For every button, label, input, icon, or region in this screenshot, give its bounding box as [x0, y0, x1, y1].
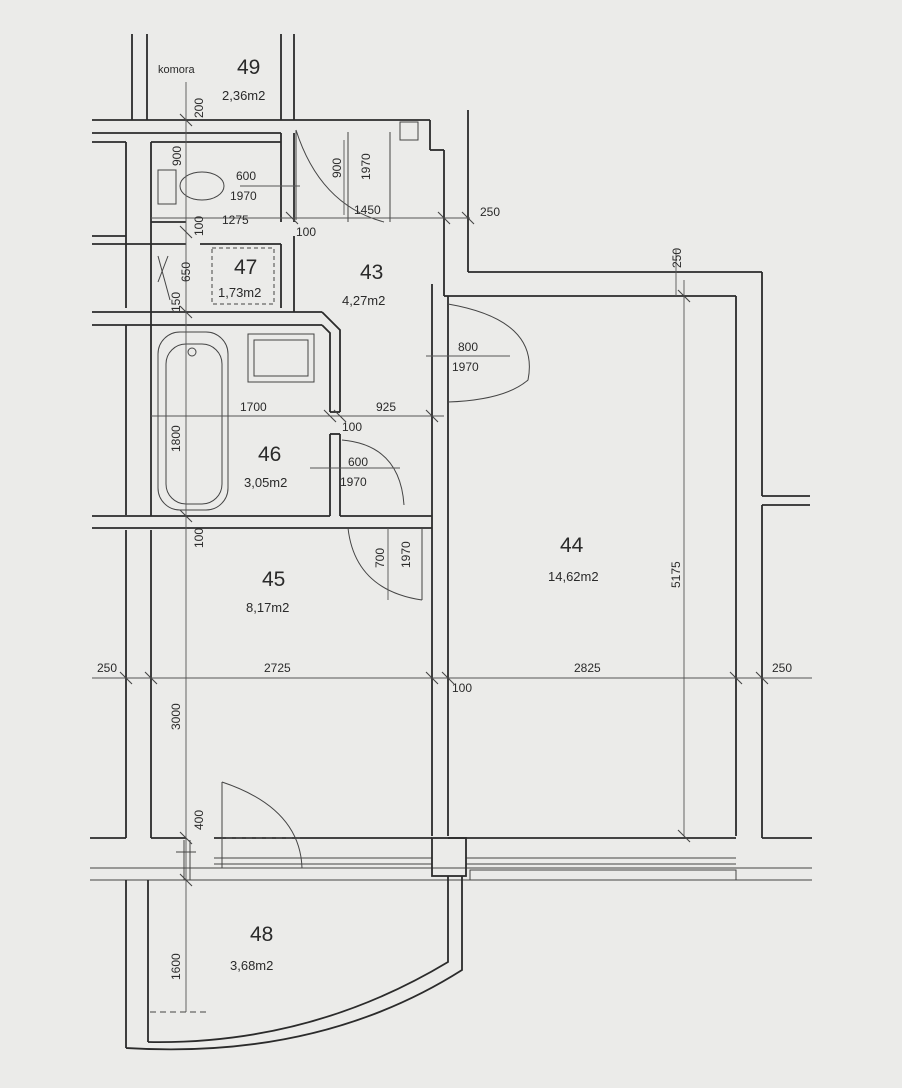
- door-46: [341, 439, 405, 506]
- room-45-number: 45: [262, 568, 285, 591]
- dim-800: 800: [458, 340, 478, 354]
- dim-3000: 3000: [169, 703, 183, 730]
- dim-100-top: 100: [296, 225, 316, 239]
- room-48-area: 3,68m2: [230, 958, 273, 973]
- room-44-number: 44: [560, 534, 584, 557]
- dimension-lines: [92, 82, 812, 1013]
- dim-200: 200: [192, 98, 206, 118]
- washbasin-icon: [247, 333, 315, 383]
- dim-100-wc: 100: [192, 216, 206, 236]
- dim-900-door: 900: [330, 158, 344, 178]
- toilet-icon: [179, 171, 225, 201]
- dim-1275: 1275: [222, 213, 249, 227]
- dim-600-46: 600: [348, 455, 368, 469]
- room-49-number: 49: [237, 56, 260, 79]
- dim-250-top: 250: [480, 205, 500, 219]
- dim-250-right: 250: [772, 661, 792, 675]
- dim-250-left: 250: [97, 661, 117, 675]
- bathtub-icon: [157, 331, 229, 511]
- dim-100-45: 100: [192, 528, 206, 548]
- dim-250-44: 250: [670, 248, 684, 268]
- door-43-top: [295, 129, 385, 223]
- room-43-number: 43: [360, 261, 383, 284]
- dim-925: 925: [376, 400, 396, 414]
- room-48-number: 48: [250, 923, 273, 946]
- dim-1970-46: 1970: [340, 475, 367, 489]
- room-43-area: 4,27m2: [342, 293, 385, 308]
- room-46-area: 3,05m2: [244, 475, 287, 490]
- dim-1970-45: 1970: [399, 541, 413, 568]
- room-45-area: 8,17m2: [246, 600, 289, 615]
- dim-1970-door: 1970: [359, 153, 373, 180]
- dim-5175: 5175: [669, 561, 683, 588]
- dim-650: 650: [179, 262, 193, 282]
- room-44-area: 14,62m2: [548, 569, 599, 584]
- fixtures: [157, 121, 419, 511]
- room-49-area: 2,36m2: [222, 88, 265, 103]
- dim-700: 700: [373, 548, 387, 568]
- dim-1450: 1450: [354, 203, 381, 217]
- dim-1600: 1600: [169, 953, 183, 980]
- dim-1800: 1800: [169, 425, 183, 452]
- door-44: [447, 303, 530, 403]
- room-49-name: komora: [158, 64, 196, 76]
- room-47-area: 1,73m2: [218, 285, 261, 300]
- dim-150: 150: [169, 292, 183, 312]
- dim-600-wc: 600: [236, 169, 256, 183]
- dimension-labels: 200 900 600 1970 900 1970 1275 1450 250 …: [97, 98, 792, 980]
- dim-900-wc: 900: [170, 146, 184, 166]
- doors: [176, 129, 530, 880]
- dim-100-mid: 100: [452, 681, 472, 695]
- dim-1970-wc: 1970: [230, 189, 257, 203]
- room-46-number: 46: [258, 443, 281, 466]
- dim-2825: 2825: [574, 661, 601, 675]
- dim-100-46: 100: [342, 420, 362, 434]
- dim-2725: 2725: [264, 661, 291, 675]
- door-45: [347, 527, 423, 601]
- room-labels: komora 49 2,36m2 43 4,27m2 47 1,73m2 46 …: [158, 56, 599, 973]
- dim-400: 400: [192, 810, 206, 830]
- dim-1970-44: 1970: [452, 360, 479, 374]
- door-balcony: [221, 781, 303, 869]
- dim-1700: 1700: [240, 400, 267, 414]
- walls: [90, 34, 812, 1051]
- room-47-number: 47: [234, 256, 257, 279]
